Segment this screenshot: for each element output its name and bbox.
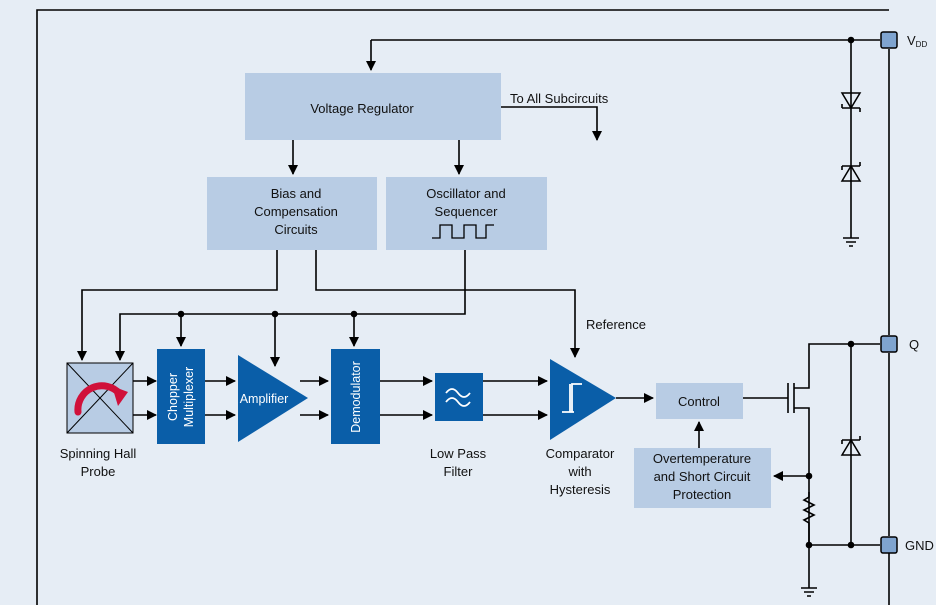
bias-label-line1: Bias and bbox=[271, 186, 322, 201]
bus-dot-3 bbox=[350, 310, 358, 318]
output-zener-diode bbox=[840, 438, 862, 456]
ground-symbol-bottom bbox=[801, 587, 817, 597]
low-pass-filter-block bbox=[435, 373, 483, 421]
bias-label-line2: Compensation bbox=[254, 204, 338, 219]
bias-compensation-block bbox=[207, 177, 377, 250]
q-pin-label: Q bbox=[909, 337, 919, 352]
voltage-regulator-label: Voltage Regulator bbox=[310, 101, 414, 116]
sequencer-bus-wire bbox=[115, 250, 466, 361]
sense-resistor bbox=[802, 492, 816, 545]
hall-probe-label-line2: Probe bbox=[81, 464, 116, 479]
bus-dot-1 bbox=[177, 310, 185, 318]
comparator-label-line2: with bbox=[567, 464, 591, 479]
filter-wave-icon bbox=[445, 388, 471, 398]
chopper-multiplexer-block bbox=[157, 349, 205, 444]
lpf-label-line2: Filter bbox=[444, 464, 474, 479]
hall-probe-label-line1: Spinning Hall bbox=[60, 446, 137, 461]
output-transistor bbox=[743, 343, 880, 545]
gnd-junction-dot-right bbox=[847, 541, 855, 549]
q-pin bbox=[880, 335, 898, 353]
to-all-subcircuits-label: To All Subcircuits bbox=[510, 91, 609, 106]
amplifier-triangle bbox=[238, 355, 308, 442]
comparator-label-line1: Comparator bbox=[546, 446, 615, 461]
bias-label-line3: Circuits bbox=[274, 222, 318, 237]
vdd-pin-label: VDD bbox=[907, 33, 927, 49]
zener-diode-2-bar bbox=[841, 162, 861, 170]
ot-label-line1: Overtemperature bbox=[653, 451, 751, 466]
bias-to-comparator-reference-wire bbox=[315, 250, 580, 358]
chopper-label-line1: Chopper bbox=[166, 373, 180, 421]
gnd-pin-label: GND bbox=[905, 538, 934, 553]
zener-diode-2 bbox=[840, 164, 862, 182]
filter-wave-icon-2 bbox=[445, 397, 471, 407]
bias-to-hall-wire bbox=[77, 250, 278, 361]
overtemperature-block bbox=[634, 448, 771, 508]
zener-diode-1 bbox=[840, 92, 862, 110]
spinning-hall-probe bbox=[66, 362, 134, 434]
vdd-pin-label-main: V bbox=[907, 33, 916, 48]
oscillator-label-line1: Oscillator and bbox=[426, 186, 505, 201]
hysteresis-icon bbox=[562, 383, 582, 413]
oscillator-label-line2: Sequencer bbox=[435, 204, 499, 219]
ground-symbol-top bbox=[843, 237, 859, 247]
clock-waveform-icon bbox=[432, 224, 494, 239]
to-subcircuits-wire bbox=[501, 106, 602, 141]
control-block bbox=[656, 383, 743, 419]
comparator-label-line3: Hysteresis bbox=[550, 482, 611, 497]
gnd-pin bbox=[880, 536, 898, 554]
zener-diode-1-bar bbox=[841, 104, 861, 112]
vdd-pin-label-sub: DD bbox=[916, 40, 928, 49]
ot-label-line2: and Short Circuit bbox=[654, 469, 751, 484]
control-label: Control bbox=[678, 394, 720, 409]
bus-dot-2 bbox=[271, 310, 279, 318]
demodulator-label: Demodulator bbox=[349, 361, 363, 433]
demodulator-block bbox=[331, 349, 380, 444]
reference-label: Reference bbox=[586, 317, 646, 332]
comparator-triangle bbox=[550, 359, 616, 440]
voltage-regulator-block bbox=[245, 73, 501, 140]
amplifier-label: Amplifier bbox=[240, 392, 289, 406]
output-zener-bar bbox=[841, 436, 861, 444]
ot-label-line3: Protection bbox=[673, 487, 732, 502]
frame-outline bbox=[36, 9, 889, 605]
oscillator-sequencer-block bbox=[386, 177, 547, 250]
vdd-pin bbox=[880, 31, 898, 49]
chopper-label-line2: Multiplexer bbox=[182, 367, 196, 427]
lpf-label-line1: Low Pass bbox=[430, 446, 487, 461]
